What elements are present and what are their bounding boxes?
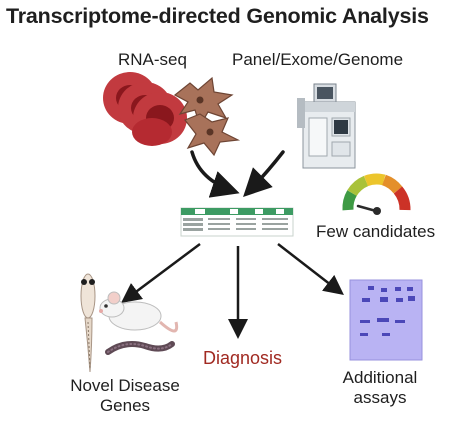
input-arrows — [190, 150, 285, 198]
additional-assays-label: Additional assays — [330, 368, 430, 408]
rna-seq-label: RNA-seq — [118, 50, 187, 69]
novel-disease-line1: Novel Disease — [70, 376, 180, 395]
diagnosis-label: Diagnosis — [203, 348, 283, 368]
panel-exome-genome-label: Panel/Exome/Genome — [232, 50, 404, 69]
zebrafish-icon — [80, 273, 96, 373]
novel-disease-line2: Genes — [99, 396, 151, 415]
additional-assays-line1: Additional — [342, 368, 418, 387]
fibroblast-cells-icon — [173, 76, 241, 157]
page-title: Transcriptome-directed Genomic Analysis — [6, 4, 429, 28]
spreadsheet-icon — [180, 207, 294, 237]
novel-disease-genes-label: Novel Disease Genes — [60, 376, 190, 416]
worm-icon — [105, 341, 175, 355]
few-candidates-label: Few candidates — [316, 222, 436, 241]
gel-icon — [349, 279, 423, 361]
additional-assays-line2: assays — [353, 388, 407, 407]
mouse-icon — [99, 291, 179, 333]
output-arrows — [120, 242, 344, 339]
sequencer-icon — [297, 83, 356, 169]
gauge-icon — [342, 173, 411, 215]
red-blood-cells-icon — [103, 72, 187, 146]
